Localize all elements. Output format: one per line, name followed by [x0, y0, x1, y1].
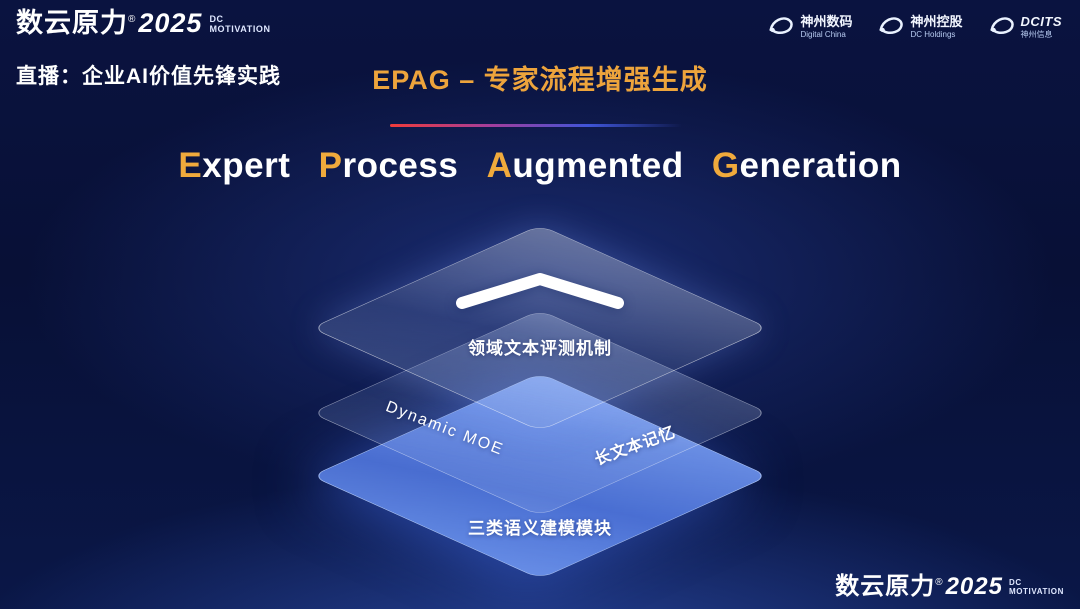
partner-logos: 神州数码 Digital China 神州控股 DC Holdings: [768, 12, 1062, 43]
swoosh-logo-icon: [878, 12, 904, 43]
partner-text: 神州数码 Digital China: [800, 14, 853, 40]
partner-name: DCITS: [1020, 14, 1062, 30]
gradient-divider: [390, 124, 682, 127]
brand-year: 2025: [138, 8, 203, 38]
footer-brand-wordmark: 数云原力®2025: [835, 575, 1003, 599]
registered-mark: ®: [935, 577, 944, 588]
partner-dcits: DCITS 神州信息: [989, 12, 1063, 43]
partner-digital-china: 神州数码 Digital China: [768, 12, 852, 43]
partner-subtitle: Digital China: [800, 30, 846, 40]
heading-rest: rocess: [342, 146, 459, 185]
brand-tagline: DC MOTIVATION: [209, 14, 270, 35]
footer-brand-name: 数云原力: [835, 573, 936, 600]
heading-capital: E: [178, 146, 203, 185]
heading-rest: xpert: [202, 146, 291, 185]
footer-brand-tagline: DC MOTIVATION: [1009, 578, 1064, 596]
partner-text: DCITS 神州信息: [1020, 14, 1063, 40]
registered-mark: ®: [128, 14, 137, 25]
partner-text: 神州控股 DC Holdings: [910, 14, 963, 40]
brand-name: 数云原力: [16, 8, 128, 38]
partner-subtitle: 神州信息: [1020, 30, 1053, 40]
brand-wordmark: 数云原力®2025: [16, 10, 202, 37]
brand-tag-dc: DC: [209, 14, 224, 24]
partner-name: 神州控股: [910, 14, 963, 30]
heading-rest: eneration: [739, 146, 902, 185]
heading-capital: A: [486, 146, 513, 185]
footer-brand-tag-motivation: MOTIVATION: [1008, 587, 1064, 597]
heading-word-expert: Expert: [178, 146, 290, 185]
layer-label-semantic-modeling: 三类语义建模模块: [468, 519, 612, 538]
partner-dc-holdings: 神州控股 DC Holdings: [878, 12, 963, 43]
heading-capital: G: [711, 146, 740, 185]
heading-rest: ugmented: [512, 146, 684, 185]
layer-label-evaluation: 领域文本评测机制: [468, 339, 612, 358]
layer-stack-diagram: 领域文本评测机制 Dynamic MOE 长文本记忆 三类语义建模模块: [290, 224, 790, 596]
heading-word-process: Process: [319, 146, 459, 185]
footer-brand-year: 2025: [945, 573, 1003, 600]
footer-brand-tag-dc: DC: [1008, 578, 1022, 587]
chevron-up-icon: [452, 270, 628, 317]
partner-name: 神州数码: [800, 14, 853, 30]
page-title: EPAG – 专家流程增强生成: [372, 65, 708, 95]
partner-subtitle: DC Holdings: [910, 30, 956, 40]
heading-word-generation: Generation: [712, 146, 902, 185]
brand-logo: 数云原力®2025 DC MOTIVATION: [16, 10, 271, 37]
page-heading: Expert Process Augmented Generation: [0, 146, 1080, 186]
swoosh-logo-icon: [989, 12, 1015, 43]
footer-brand-logo: 数云原力®2025 DC MOTIVATION: [835, 575, 1064, 599]
live-stream-label: 直播：企业AI价值先锋实践: [16, 65, 281, 88]
brand-tag-motivation: MOTIVATION: [209, 24, 271, 35]
swoosh-logo-icon: [768, 12, 794, 43]
heading-word-augmented: Augmented: [487, 146, 684, 185]
heading-capital: P: [318, 146, 343, 185]
